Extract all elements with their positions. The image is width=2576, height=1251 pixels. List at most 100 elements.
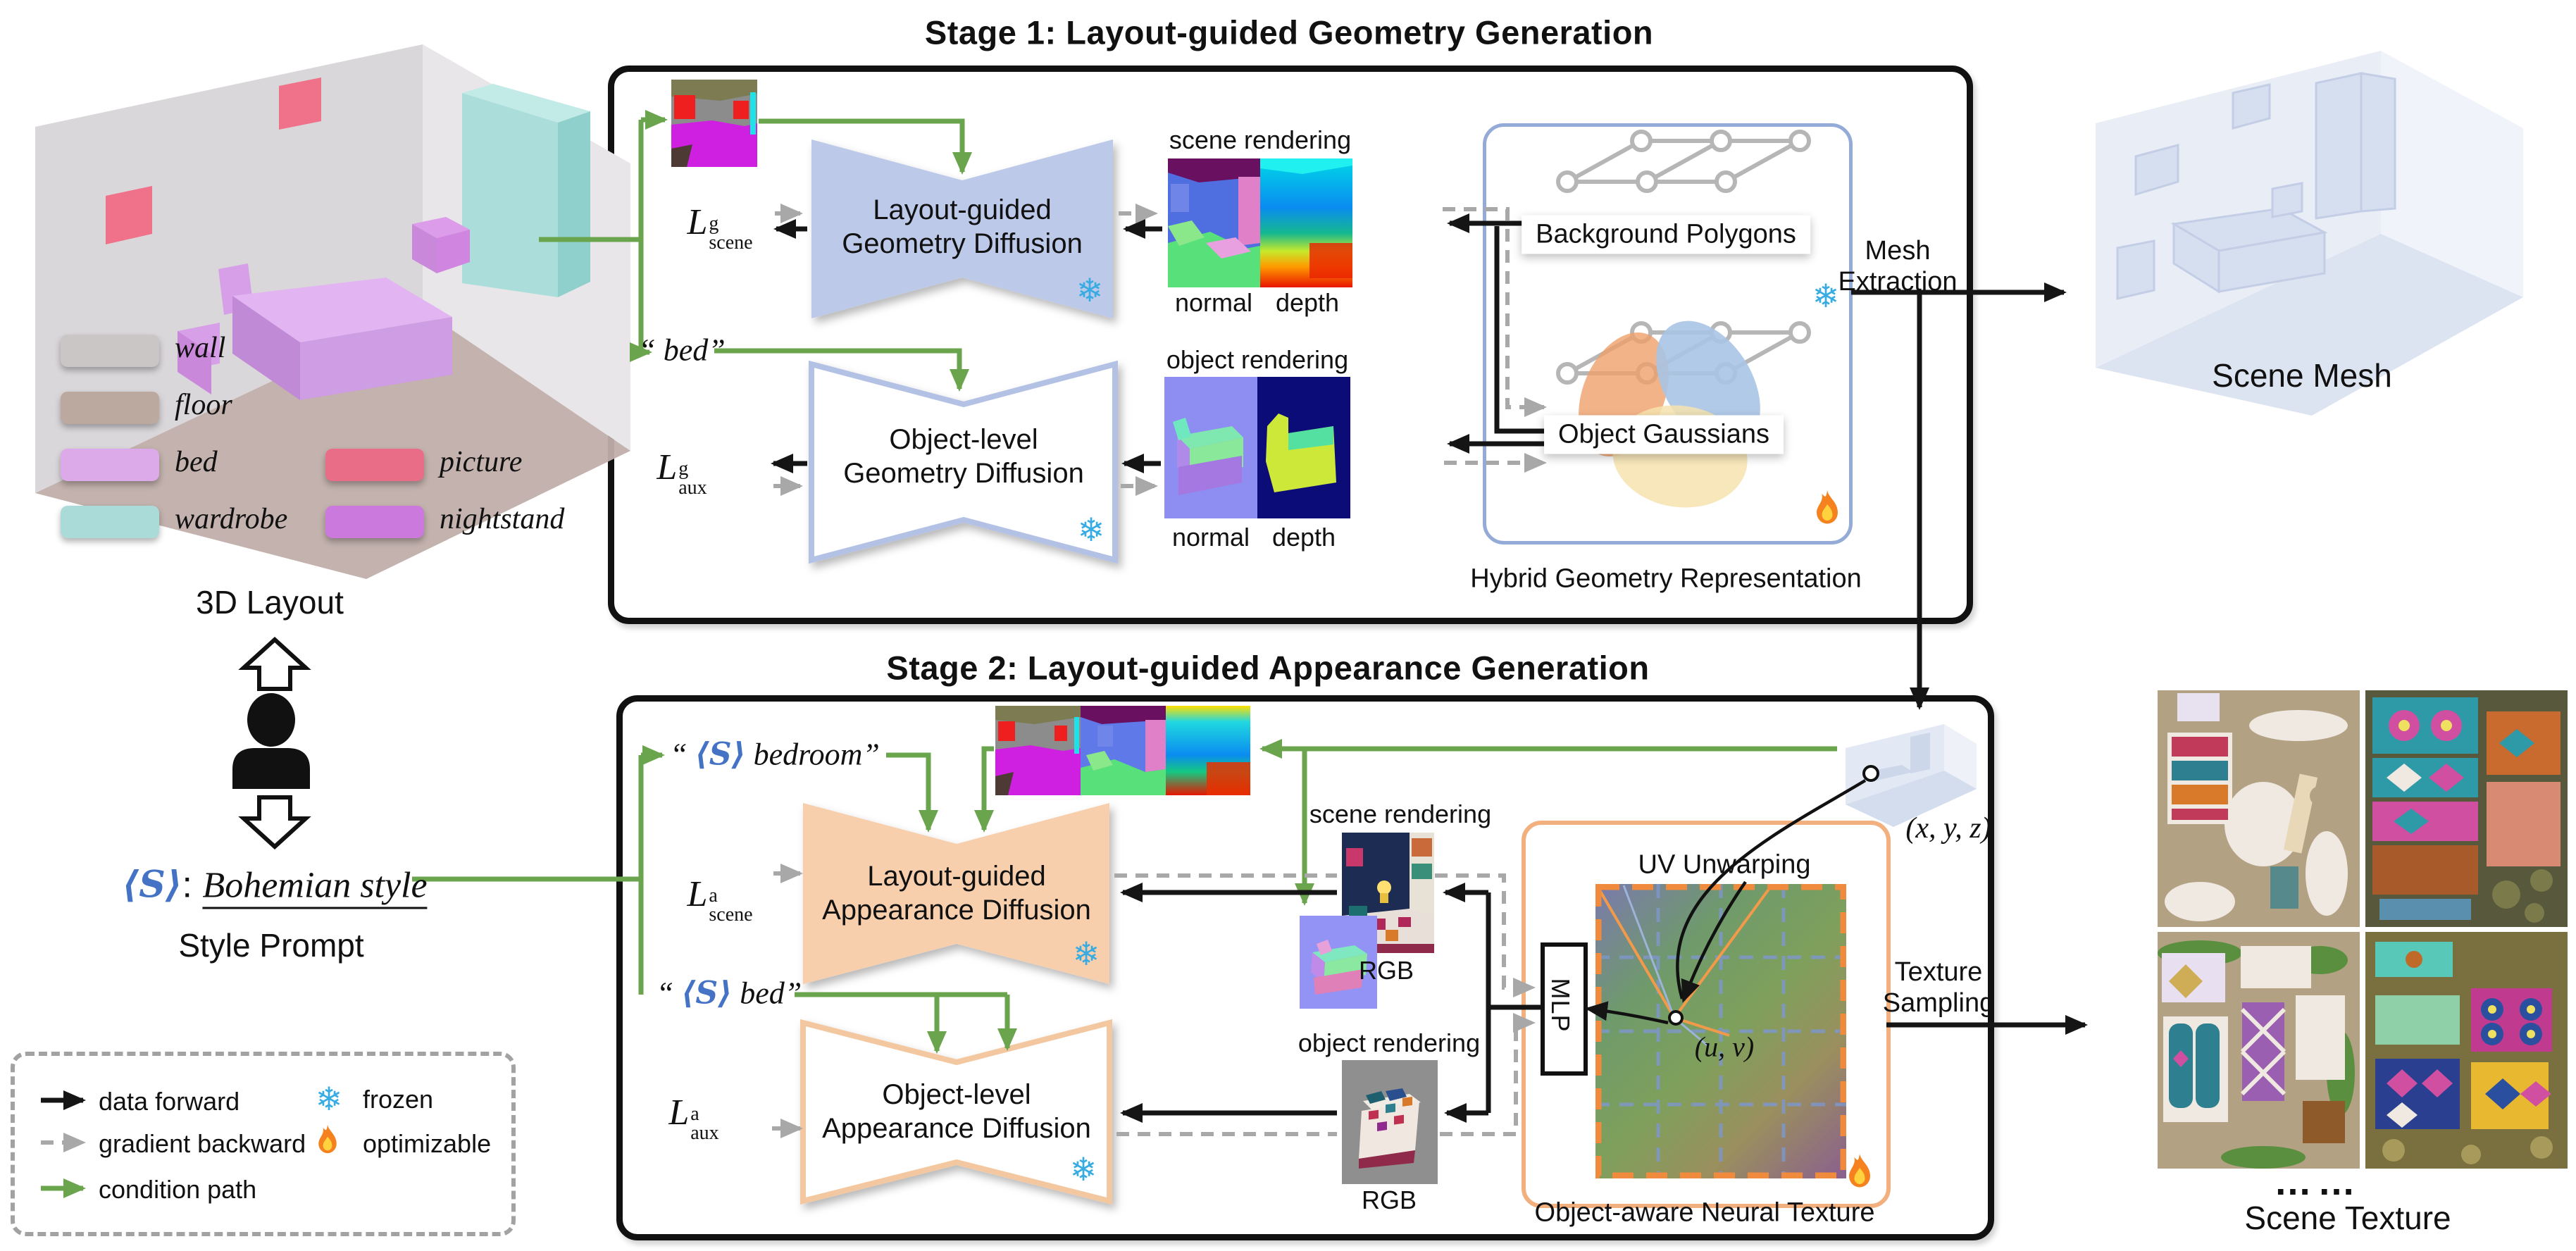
frozen-icon-scene-geometry: ❄ <box>1076 271 1104 309</box>
legend-label-wall: wall <box>175 332 226 364</box>
scene-appearance-diffusion-shape <box>803 803 1109 984</box>
hybrid-caption: Hybrid Geometry Representation <box>1470 564 1862 594</box>
layout-label: 3D Layout <box>196 584 344 621</box>
quote-open: “ <box>670 737 695 772</box>
style-prompt-value: ⟨S⟩: Bohemian style <box>122 864 428 909</box>
stage2-title: Stage 2: Layout-guided Appearance Genera… <box>886 649 1650 687</box>
background-polygons-label: Background Polygons <box>1522 215 1810 254</box>
legend-frozen-icon: ❄ <box>315 1080 343 1118</box>
legend-gradient-backward: gradient backward <box>99 1129 306 1158</box>
scene-depth-map-image <box>1260 158 1352 287</box>
legend-label-nightstand: nightstand <box>440 503 565 535</box>
diffusion-line2: Geometry Diffusion <box>842 228 1083 259</box>
mlp-label: MLP <box>1546 978 1575 1033</box>
frozen-icon-object-appearance: ❄ <box>1069 1150 1097 1188</box>
optimizable-flame-icon <box>1817 490 1838 524</box>
user-icon <box>232 693 310 789</box>
loss-letter: L <box>687 202 708 242</box>
object-geometry-diffusion-label: Object-level Geometry Diffusion <box>843 423 1084 490</box>
diffusion-line1: Object-level <box>889 424 1038 455</box>
prompt-rest: bed” <box>732 976 802 1011</box>
frozen-icon-hybrid: ❄ <box>1812 277 1840 315</box>
data-paths <box>41 213 2088 1123</box>
diffusion-line1: Layout-guided <box>867 861 1046 892</box>
loss-letter: L <box>657 447 678 487</box>
mesh-extraction-line1: Mesh <box>1865 236 1931 266</box>
stage2-condition-normal-image <box>1081 706 1166 795</box>
object-rgb-image <box>1342 1060 1438 1184</box>
scene-appearance-diffusion-label: Layout-guided Appearance Diffusion <box>822 859 1091 927</box>
style-token: ⟨S⟩ <box>695 736 746 773</box>
mesh-extraction-line2: Extraction <box>1838 267 1958 297</box>
scene-geometry-diffusion-shape <box>811 139 1113 318</box>
depth-caption-scene: depth <box>1275 288 1340 317</box>
legend-swatch-nightstand <box>325 506 424 538</box>
bed-normal-chip-image <box>1300 916 1377 1009</box>
style-value: Bohemian style <box>202 865 428 909</box>
legend-box <box>11 1052 516 1236</box>
neural-texture-grid <box>1595 884 1846 1178</box>
legend-label-wardrobe: wardrobe <box>175 503 288 535</box>
legend-condition-path: condition path <box>99 1175 257 1204</box>
legend-flame-icon <box>318 1124 337 1154</box>
object-rendering-caption-s2: object rendering <box>1298 1028 1481 1057</box>
normal-caption-object: normal <box>1171 523 1250 552</box>
legend-swatch-bed <box>61 449 159 481</box>
uv-mapping-curves <box>1585 779 1867 1025</box>
loss-sub: scene <box>709 232 753 254</box>
object-rendering-caption-s1: object rendering <box>1166 345 1349 374</box>
scene-normal-map-image <box>1168 158 1260 287</box>
uv-point-label: (u, v) <box>1694 1031 1755 1063</box>
bed-style-prompt: “ ⟨S⟩ bed” <box>657 976 802 1012</box>
texture-ellipsis: …… <box>2274 1161 2361 1203</box>
style-prompt-label: Style Prompt <box>178 927 364 964</box>
scene-mesh-label: Scene Mesh <box>2212 357 2392 394</box>
style-colon: : <box>182 864 192 906</box>
diffusion-line2: Appearance Diffusion <box>822 895 1091 926</box>
scene-rendering-caption-s1: scene rendering <box>1169 125 1352 154</box>
texture-sampling-line1: Texture <box>1894 957 1983 987</box>
frozen-icon-scene-appearance: ❄ <box>1072 935 1100 973</box>
scene-geometry-diffusion-label: Layout-guided Geometry Diffusion <box>842 193 1083 261</box>
stage2-condition-semantic-image <box>995 706 1081 795</box>
scene-texture-image-3 <box>2158 932 2360 1169</box>
legend-label-bed: bed <box>175 446 218 478</box>
xyz-point-label: (x, y, z) <box>1905 812 1991 845</box>
diffusion-line2: Appearance Diffusion <box>822 1113 1091 1144</box>
bedroom-prompt: “ ⟨S⟩ bedroom” <box>670 737 880 773</box>
uv-point-marker <box>1668 1010 1684 1026</box>
semantic-map-image <box>671 80 757 167</box>
bed-prompt: “ bed” <box>638 332 726 368</box>
mesh-extraction-label: Mesh Extraction <box>1838 235 1958 297</box>
loss-sup: g <box>678 458 689 480</box>
mini-mesh-image <box>1846 724 1977 827</box>
stage1-title: Stage 1: Layout-guided Geometry Generati… <box>924 13 1654 51</box>
object-gaussians-label: Object Gaussians <box>1544 415 1784 454</box>
legend-optimizable: optimizable <box>363 1129 492 1158</box>
legend-label-picture: picture <box>440 446 523 478</box>
legend-data-forward: data forward <box>99 1087 240 1116</box>
texture-sampling-line2: Sampling <box>1882 988 1995 1018</box>
legend-frozen: frozen <box>363 1085 434 1114</box>
object-appearance-diffusion-shape <box>800 1019 1112 1205</box>
scene-texture-label: Scene Texture <box>2244 1200 2451 1236</box>
loss-letter: L <box>668 1093 690 1133</box>
frozen-icon-object-geometry: ❄ <box>1077 511 1105 549</box>
diffusion-line1: Layout-guided <box>873 194 1052 225</box>
loss-sub: aux <box>690 1122 719 1144</box>
arrow-up-icon <box>238 636 311 691</box>
scene-mesh-image <box>2096 51 2523 416</box>
legend-swatch-wall <box>61 335 159 367</box>
texture-sampling-label: Texture Sampling <box>1883 957 1994 1019</box>
legend-label-floor: floor <box>175 389 232 421</box>
layout-room-image <box>35 44 630 579</box>
neural-texture-caption: Object-aware Neural Texture <box>1534 1197 1875 1228</box>
scene-texture-image-4 <box>2365 932 2568 1169</box>
normal-caption-scene: normal <box>1174 288 1253 317</box>
prompt-rest: bedroom” <box>745 737 880 772</box>
loss-sup: g <box>709 213 719 235</box>
style-token: ⟨S⟩ <box>681 975 733 1012</box>
